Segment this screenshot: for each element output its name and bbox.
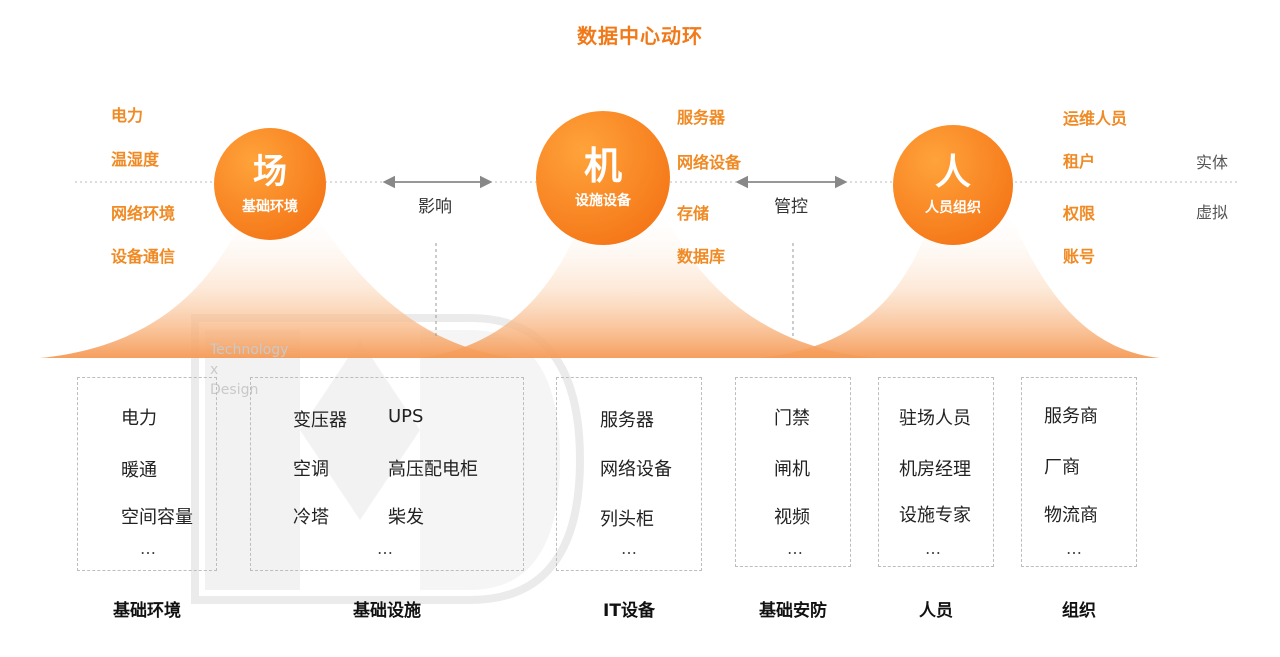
box4-item-1: 门禁 (774, 408, 810, 429)
label-device-comm: 设备通信 (111, 247, 176, 266)
circle-machine-label: 设施设备 (575, 193, 631, 209)
watermark-text: Technology x Design (210, 340, 288, 400)
box6-item-1: 服务商 (1044, 406, 1098, 427)
box2-item-4: UPS (388, 406, 424, 427)
box-basic-environment (77, 377, 217, 571)
circle-people: 人 人员组织 (893, 125, 1013, 245)
category-basic-facilities: 基础设施 (353, 601, 421, 621)
label-power: 电力 (111, 106, 144, 125)
label-storage: 存储 (677, 204, 710, 223)
box3-item-3: 列头柜 (600, 509, 654, 530)
box-personnel (878, 377, 994, 567)
box2-item-3: 冷塔 (293, 507, 329, 528)
box1-item-2: 暖通 (121, 460, 157, 481)
box5-item-2: 机房经理 (899, 459, 971, 480)
box2-item-5: 高压配电柜 (388, 459, 478, 480)
label-tenant: 租户 (1063, 152, 1096, 171)
circle-site-char: 场 (253, 152, 287, 192)
watermark-line-1: Technology (210, 342, 289, 358)
box2-item-1: 变压器 (293, 410, 347, 431)
watermark-logo (191, 314, 585, 604)
box4-item-2: 闸机 (774, 459, 810, 480)
gradient-mountain-right (760, 206, 1160, 358)
label-ops-staff: 运维人员 (1063, 109, 1128, 128)
category-basic-security: 基础安防 (759, 601, 827, 621)
label-entity: 实体 (1196, 153, 1229, 172)
box-basic-security (735, 377, 851, 567)
category-organization: 组织 (1062, 601, 1096, 621)
label-temp-humidity: 温湿度 (111, 150, 160, 169)
category-it-devices: IT设备 (603, 601, 655, 621)
box5-more: … (925, 539, 942, 558)
box4-more: … (787, 539, 804, 558)
page-title: 数据中心动环 (577, 24, 703, 48)
circle-site: 场 基础环境 (214, 128, 326, 240)
box5-item-3: 设施专家 (899, 505, 971, 526)
label-account: 账号 (1063, 247, 1096, 266)
circle-people-char: 人 (934, 152, 971, 193)
box1-item-1: 电力 (121, 408, 157, 429)
circle-site-label: 基础环境 (242, 199, 298, 215)
box3-item-1: 服务器 (600, 410, 654, 431)
circle-people-label: 人员组织 (925, 200, 981, 216)
box5-item-1: 驻场人员 (899, 408, 971, 429)
label-network-env: 网络环境 (111, 204, 176, 223)
box4-item-3: 视频 (774, 507, 810, 528)
label-network-device: 网络设备 (677, 153, 742, 172)
box6-item-2: 厂商 (1044, 457, 1080, 478)
box2-more: … (377, 539, 394, 558)
box6-item-3: 物流商 (1044, 505, 1098, 526)
box6-more: … (1066, 539, 1083, 558)
box2-item-6: 柴发 (388, 507, 424, 528)
gradient-mountain-left (40, 206, 520, 358)
box-it-devices (556, 377, 702, 571)
category-basic-environment: 基础环境 (113, 601, 181, 621)
box3-item-2: 网络设备 (600, 459, 672, 480)
label-server: 服务器 (677, 108, 726, 127)
box1-item-3: 空间容量 (121, 507, 193, 528)
box2-item-2: 空调 (293, 459, 329, 480)
category-personnel: 人员 (919, 601, 953, 621)
watermark-line-3: Design (210, 382, 259, 398)
label-virtual: 虚拟 (1196, 203, 1229, 222)
arrow-label-control: 管控 (774, 197, 808, 217)
watermark-line-2: x (210, 362, 219, 378)
label-permission: 权限 (1063, 204, 1096, 223)
box-basic-facilities (250, 377, 524, 571)
circle-machine: 机 设施设备 (536, 111, 670, 245)
arrow-label-influence: 影响 (418, 197, 452, 217)
box3-more: … (621, 539, 638, 558)
gradient-mountain-middle (420, 206, 880, 358)
label-database: 数据库 (677, 247, 726, 266)
circle-machine-char: 机 (583, 144, 622, 188)
box-organization (1021, 377, 1137, 567)
box1-more: … (140, 539, 157, 558)
